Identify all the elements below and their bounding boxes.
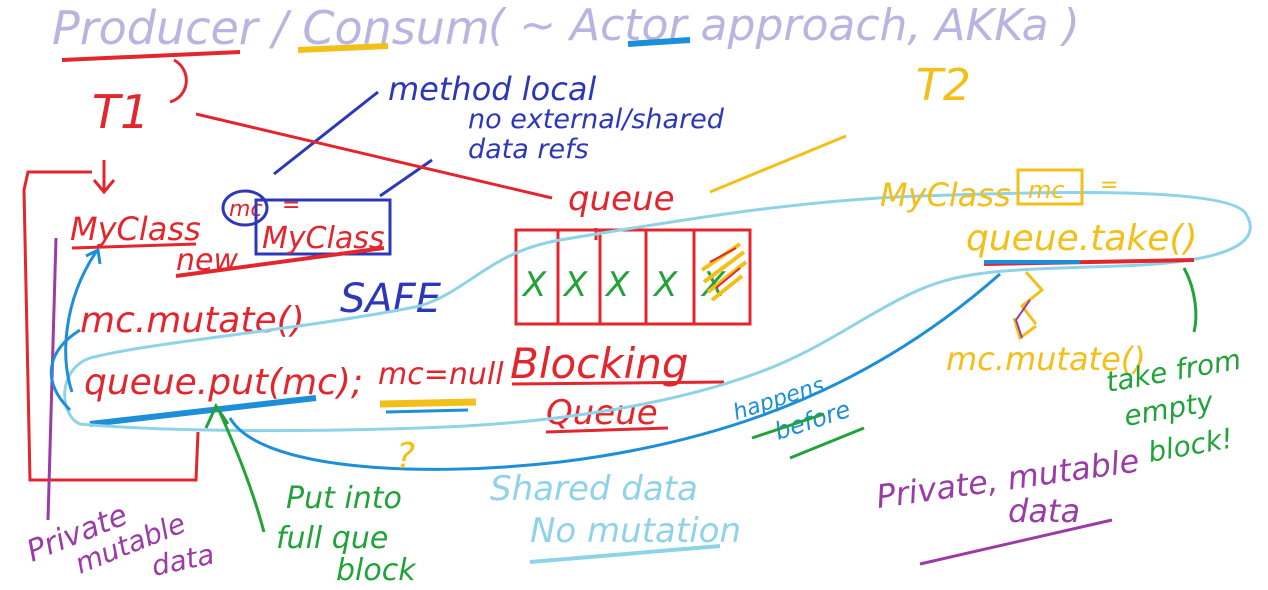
private-right-line-2: data: [1008, 492, 1080, 530]
title-underline-blue: [627, 37, 691, 47]
note-line-3: data refs: [468, 134, 589, 165]
blocking-underline: [511, 380, 725, 386]
title-underline-yellow: [297, 43, 389, 53]
t1-to-queue-line: [195, 112, 553, 200]
put-into-line-1: Put into: [286, 481, 402, 516]
t1-curl: [169, 58, 188, 104]
put-into-note: Put into full que block: [276, 481, 417, 588]
consumer-decl-eq: =: [1100, 173, 1118, 198]
consumer-mutate: mc.mutate(): [946, 340, 1146, 378]
null-underline-yellow: [379, 398, 477, 408]
pointer-to-new: [379, 158, 433, 198]
queue-word-underline: [545, 426, 669, 434]
private-right-underline: [919, 518, 1113, 566]
producer-decl-eq: =: [282, 193, 300, 218]
put-into-arrow: [204, 402, 266, 533]
note-line-2: no external/shared: [468, 104, 725, 135]
blocking-label: Blocking: [510, 339, 689, 388]
question-mark: ?: [396, 436, 415, 477]
myclass-underline: [71, 242, 197, 250]
queue-slot-1: X: [521, 265, 547, 305]
queue-box-frame: [514, 228, 752, 326]
method-local-note: method local no external/shared data ref…: [273, 70, 725, 198]
take-from-arrow: [1182, 267, 1198, 333]
title-left: Producer / Consum: [52, 1, 490, 55]
consumer-code: MyClass mc = queue.take() mc.mutate(): [880, 168, 1198, 378]
shared-data-underline: [529, 544, 721, 564]
private-left-note: Private mutable data: [22, 498, 217, 583]
shared-data-2: No mutation: [530, 511, 741, 551]
happens-before-underline: [751, 412, 865, 460]
take-from-line-3: block!: [1145, 422, 1235, 469]
queue-slot-2: X: [562, 265, 588, 305]
consumer-zigzag-purple: [1014, 299, 1031, 339]
producer-mutate: mc.mutate(): [80, 300, 305, 341]
title-right: ( ~ Actor approach, AKKa ): [488, 0, 1080, 51]
consumer-zigzag-arrow: [1012, 271, 1045, 341]
mc-circle: [221, 189, 269, 227]
consumer-mc-box: [1016, 168, 1084, 206]
null-underline-blue: [385, 408, 469, 414]
producer-code: MyClass mc = new MyClass mc.mutate() SAF…: [70, 189, 504, 427]
new-myclass-box: [254, 198, 392, 256]
blue-left-arrows: [49, 247, 102, 412]
consumer-decl-type: MyClass: [880, 176, 1011, 214]
producer-decl-type: MyClass: [70, 210, 201, 248]
put-into-line-3: block: [336, 553, 417, 588]
consumer-take: queue.take(): [966, 218, 1198, 259]
queue-slot-4: X: [652, 265, 678, 305]
safe-label: SAFE: [340, 276, 442, 322]
title-group: Producer / Consum ( ~ Actor approach, AK…: [52, 0, 1080, 62]
blue-arc-put-to-take: [228, 272, 1001, 471]
happens-before-note: happens before: [730, 373, 865, 460]
shared-data-loop: [63, 191, 1252, 433]
queue-box: X X X X X: [514, 228, 752, 326]
queue-label: queue: [568, 179, 675, 219]
pointer-to-mc: [273, 90, 379, 176]
put-into-line-2: full que: [276, 521, 388, 556]
new-underline: [175, 246, 385, 278]
producer-put: queue.put(mc);: [84, 362, 363, 403]
shared-data-1: Shared data: [490, 469, 698, 509]
note-line-1: method local: [388, 70, 596, 108]
t2-to-queue-line: [709, 134, 847, 194]
put-underline-blue: [89, 395, 317, 427]
thread-t1-label: T1: [92, 85, 149, 139]
producer-null: mc=null: [378, 357, 504, 392]
queue-slot-scribble-red: [709, 247, 741, 289]
thread-t2-label: T2: [916, 60, 971, 111]
queue-slot-3: X: [604, 265, 630, 305]
consumer-decl-var: mc: [1028, 176, 1065, 204]
producer-loop-bracket: [22, 170, 200, 482]
private-right-note: Private, mutable data: [874, 441, 1142, 566]
title-underline-red: [61, 50, 241, 62]
t1-down-arrow: [92, 160, 116, 195]
